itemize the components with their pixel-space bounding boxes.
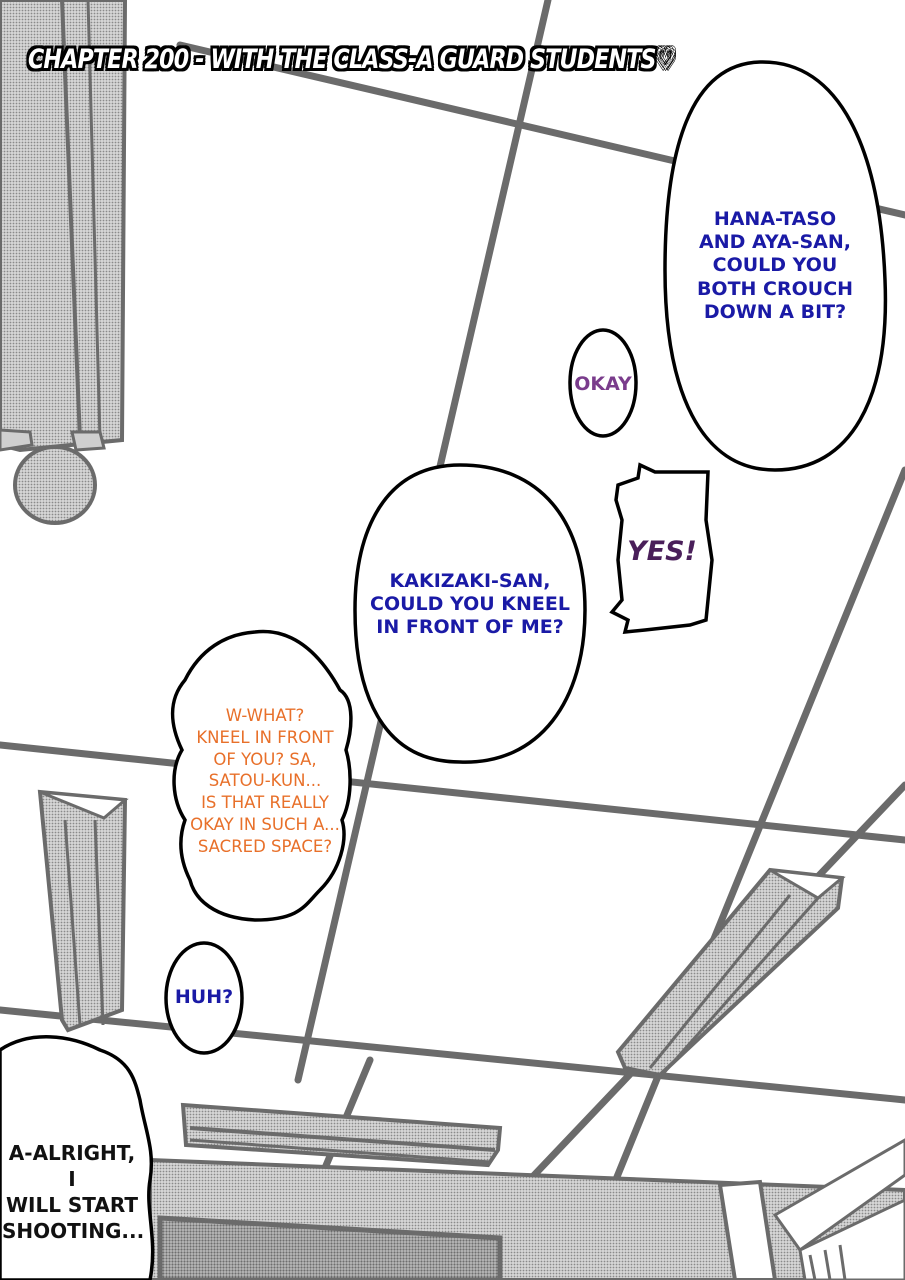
bubble-yes <box>609 462 714 634</box>
text-line: OKAY IN SUCH A... <box>190 814 340 834</box>
text-line: IS THAT REALLY <box>201 793 329 813</box>
bubble-w-what <box>170 629 353 922</box>
bubble-text-huh: HUH? <box>172 986 236 1009</box>
left-middle-lamp <box>37 789 129 1033</box>
bubble-huh <box>164 941 244 1055</box>
text-line: YES! <box>627 536 697 567</box>
bubble-text-kakizaki: KAKIZAKI-SAN, COULD YOU KNEEL IN FRONT O… <box>370 570 570 640</box>
text-line: KAKIZAKI-SAN, <box>389 570 551 592</box>
bubble-text-w-what: W-WHAT? KNEEL IN FRONT OF YOU? SA, SATOU… <box>185 705 345 857</box>
text-line: COULD YOU KNEEL <box>370 593 570 616</box>
text-line: BOTH CROUCH <box>696 277 854 300</box>
bubble-text-alright: A-ALRIGHT, I WILL START SHOOTING... <box>2 1140 145 1244</box>
text-line: W-WHAT? <box>225 706 305 725</box>
right-diagonal-lamp <box>615 867 846 1078</box>
bubble-text-hana-taso: HANA-TASO AND AYA-SAN, COULD YOU BOTH CR… <box>680 208 870 324</box>
text-line: WILL START <box>5 1193 139 1217</box>
text-line: COULD YOU <box>712 254 838 277</box>
text-line: HUH? <box>174 986 234 1008</box>
text-line: DOWN A BIT? <box>703 300 847 323</box>
text-line: OF YOU? SA, <box>213 749 317 769</box>
bubble-text-okay: OKAY <box>570 373 636 396</box>
text-line: KNEEL IN FRONT <box>196 727 334 747</box>
bubble-okay <box>568 328 638 438</box>
bubble-hana-taso <box>663 60 888 472</box>
bottom-wall <box>148 1138 905 1280</box>
text-line: SHOOTING... <box>2 1219 145 1243</box>
text-line: OKAY <box>574 373 632 395</box>
text-line: SATOU-KUN... <box>208 771 322 791</box>
text-line: IN FRONT OF ME? <box>376 616 564 639</box>
chapter-title: CHAPTER 200 - WITH THE CLASS-A GUARD STU… <box>28 44 676 75</box>
bubble-text-yes: YES! <box>622 536 702 569</box>
text-line: AND AYA-SAN, <box>699 231 851 254</box>
bubble-kakizaki <box>353 463 587 764</box>
text-line: SACRED SPACE? <box>197 836 333 856</box>
top-left-lamp <box>0 0 128 525</box>
bottom-horizontal-lamp <box>180 1102 503 1168</box>
bubble-alright <box>0 1035 155 1280</box>
text-line: HANA-TASO <box>713 208 837 230</box>
text-line: A-ALRIGHT, I <box>8 1141 136 1191</box>
speech-bubble-shapes <box>0 60 888 1280</box>
